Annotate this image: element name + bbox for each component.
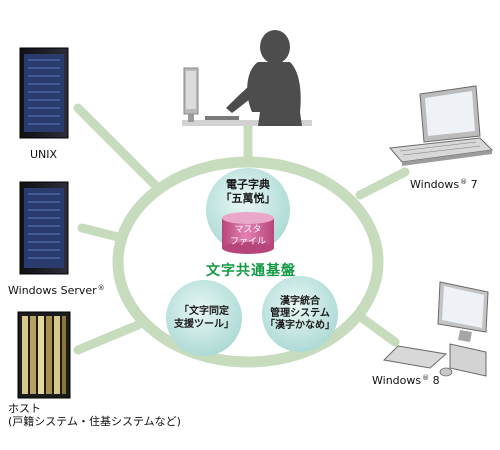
dictionary-line1: 電子字典 xyxy=(226,178,270,191)
node-identification-tool xyxy=(166,280,242,356)
windows8-text: Windows xyxy=(372,374,422,387)
registered-mark: ® xyxy=(97,284,105,292)
connector-lines xyxy=(73,103,410,355)
unix-server-icon xyxy=(19,47,69,139)
windows-server-label: Windows Server® xyxy=(8,282,105,297)
dictionary-node-label: 電子字典 「五萬悦」 xyxy=(208,178,288,206)
dictionary-line2: 「五萬悦」 xyxy=(220,192,276,205)
unix-label: UNIX xyxy=(30,148,58,161)
laptop-icon xyxy=(389,85,494,166)
database-icon xyxy=(222,212,274,254)
windows8-version: 8 xyxy=(432,374,440,387)
identification-tool-label: 「文字同定 支援ツール」 xyxy=(166,305,242,331)
kanji-management-label: 漢字統合 管理システム 「漢字かなめ」 xyxy=(262,296,338,332)
kanji-line3: 「漢字かなめ」 xyxy=(265,320,335,331)
node-kanji-management xyxy=(262,276,338,352)
connector-windows8 xyxy=(357,313,400,347)
identification-line2: 支援ツール」 xyxy=(174,319,234,330)
windows-server-icon xyxy=(19,181,69,275)
windows7-label: Windows® 7 xyxy=(410,176,478,191)
kanji-line1: 漢字統合 xyxy=(280,296,320,307)
host-title: ホスト xyxy=(8,402,41,415)
windows8-label: Windows® 8 xyxy=(372,372,440,387)
host-label: ホスト (戸籍システム・住基システムなど) xyxy=(8,402,181,428)
host-subtitle: (戸籍システム・住基システムなど) xyxy=(8,415,181,428)
windows-server-text: Windows Server xyxy=(8,284,97,297)
database-line1: マスタ xyxy=(234,225,262,235)
connector-windows7 xyxy=(355,167,410,200)
connector-unix xyxy=(73,103,160,190)
windows7-text: Windows xyxy=(410,178,460,191)
desktop-pc-icon xyxy=(382,281,489,377)
core-title: 文字共通基盤 xyxy=(206,263,296,279)
connector-host xyxy=(73,315,155,355)
database-line2: ファイル xyxy=(229,237,266,247)
host-mainframe-icon xyxy=(17,311,71,399)
database-label: マスタ ファイル xyxy=(222,224,274,248)
identification-line1: 「文字同定 xyxy=(179,306,229,317)
registered-mark: ® xyxy=(460,178,468,186)
windows7-version: 7 xyxy=(470,178,478,191)
registered-mark: ® xyxy=(422,374,430,382)
kanji-line2: 管理システム xyxy=(270,308,330,319)
user-workstation-icon xyxy=(182,30,312,126)
